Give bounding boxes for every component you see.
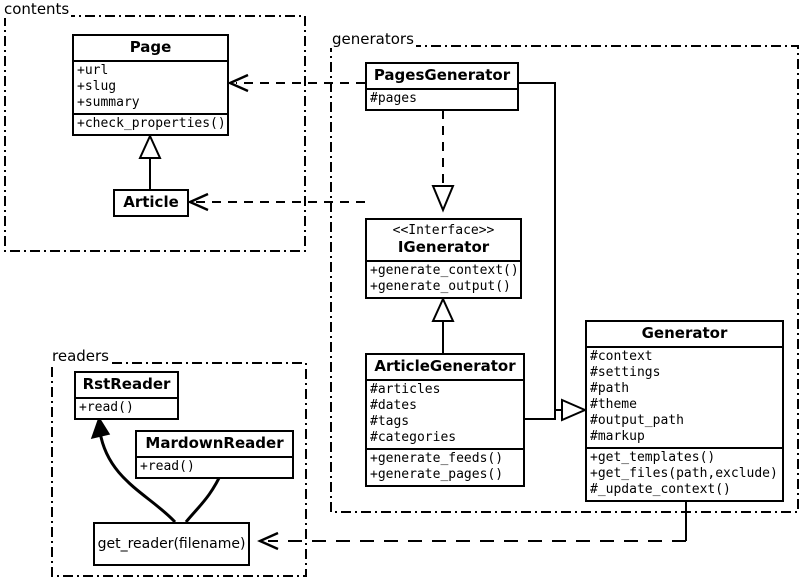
package-label-generators: generators — [330, 30, 416, 48]
class-box-page[interactable]: Page +url +slug +summary +check_properti… — [72, 34, 229, 136]
method-check-properties: +check_properties() — [77, 116, 226, 131]
class-name-article: Article — [123, 193, 179, 211]
method-update-context: #_update_context() — [590, 482, 731, 497]
class-name-article-generator: ArticleGenerator — [374, 357, 516, 375]
class-attributes-article-generator: #articles #dates #tags #categories — [367, 381, 523, 448]
relation-pagesgenerator-inherits-generator — [519, 82, 562, 411]
class-name-generator: Generator — [641, 324, 728, 342]
attribute-slug: +slug — [77, 79, 117, 94]
relation-pagesgenerator-realizes-igenerator — [431, 110, 455, 213]
attribute-dates: #dates — [370, 398, 417, 413]
method-generate-feeds: +generate_feeds() — [370, 451, 504, 466]
method-generate-output: +generate_output() — [370, 279, 511, 294]
relation-pagesgenerator-depends-page — [227, 73, 365, 93]
class-methods-page: +check_properties() — [74, 115, 227, 134]
method-read: +read() — [140, 459, 195, 474]
function-label-get-reader: get_reader(filename) — [97, 536, 246, 552]
attribute-categories: #categories — [370, 430, 457, 445]
class-box-rst-reader[interactable]: RstReader +read() — [74, 371, 179, 420]
attribute-pages: #pages — [370, 91, 417, 106]
relation-articlegenerator-inherits-igenerator — [431, 296, 455, 353]
method-get-templates: +get_templates() — [590, 450, 716, 465]
class-box-article[interactable]: Article — [113, 189, 189, 217]
attribute-theme: #theme — [590, 397, 637, 412]
relation-articlegenerator-depends-article — [187, 192, 365, 212]
attribute-articles: #articles — [370, 382, 441, 397]
method-read: +read() — [79, 400, 134, 415]
class-methods-rst-reader: +read() — [76, 399, 177, 418]
class-name-mardown-reader: MardownReader — [145, 434, 284, 452]
attribute-tags: #tags — [370, 414, 410, 429]
method-get-files: +get_files(path,exclude) — [590, 466, 778, 481]
class-box-pages-generator[interactable]: PagesGenerator #pages — [365, 62, 519, 111]
package-label-readers: readers — [50, 347, 111, 365]
class-name-igenerator: IGenerator — [397, 238, 490, 256]
class-name-rst-reader: RstReader — [82, 375, 171, 393]
attribute-output-path: #output_path — [590, 413, 684, 428]
class-methods-article-generator: +generate_feeds() +generate_pages() — [367, 450, 523, 485]
attribute-url: +url — [77, 63, 109, 78]
method-generate-context: +generate_context() — [370, 263, 519, 278]
class-box-mardown-reader[interactable]: MardownReader +read() — [135, 430, 294, 479]
class-methods-igenerator: +generate_context() +generate_output() — [367, 262, 520, 297]
function-box-get-reader[interactable]: get_reader(filename) — [93, 522, 250, 566]
attribute-context: #context — [590, 349, 653, 364]
class-box-generator[interactable]: Generator #context #settings #path #them… — [585, 320, 784, 502]
relation-generator-depends-get-reader — [257, 502, 687, 551]
class-attributes-pages-generator: #pages — [367, 90, 517, 109]
attribute-settings: #settings — [590, 365, 661, 380]
relation-article-inherits-page — [138, 133, 162, 189]
class-box-article-generator[interactable]: ArticleGenerator #articles #dates #tags … — [365, 353, 525, 487]
class-name-pages-generator: PagesGenerator — [373, 66, 511, 84]
class-methods-generator: +get_templates() +get_files(path,exclude… — [587, 449, 782, 500]
class-stereotype-igenerator: <<Interface>> — [392, 223, 495, 238]
class-name-page: Page — [129, 38, 172, 56]
class-box-igenerator[interactable]: <<Interface>> IGenerator +generate_conte… — [365, 218, 522, 299]
attribute-summary: +summary — [77, 95, 140, 110]
attribute-markup: #markup — [590, 429, 645, 444]
attribute-path: #path — [590, 381, 630, 396]
class-methods-mardown-reader: +read() — [137, 458, 292, 477]
method-generate-pages: +generate_pages() — [370, 467, 504, 482]
package-label-contents: contents — [2, 0, 72, 18]
class-attributes-page: +url +slug +summary — [74, 62, 227, 113]
relation-articlegenerator-inherits-generator — [525, 398, 588, 422]
class-attributes-generator: #context #settings #path #theme #output_… — [587, 348, 782, 447]
